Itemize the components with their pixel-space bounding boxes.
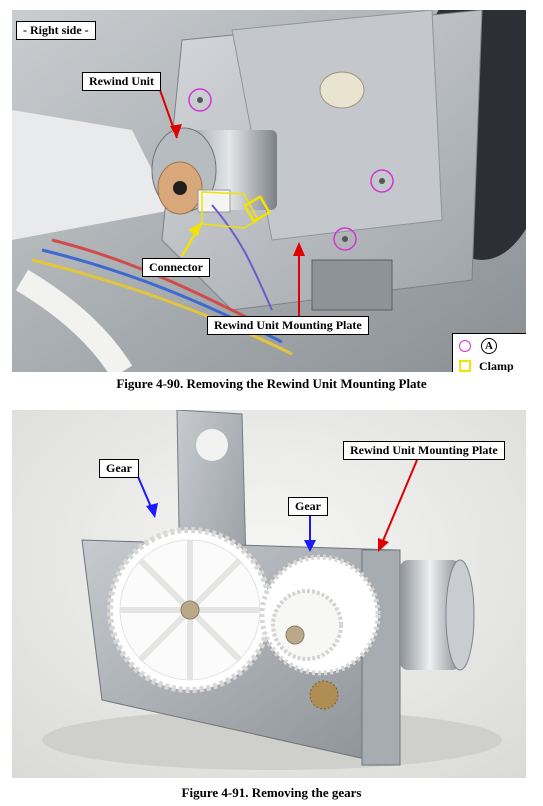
callout-gear-left: Gear bbox=[99, 459, 139, 478]
screw-a-marker-1 bbox=[188, 88, 212, 112]
callout-mounting-plate: Rewind Unit Mounting Plate bbox=[207, 316, 369, 335]
callout-connector: Connector bbox=[142, 258, 210, 277]
figure-4-91-caption: Figure 4-91. Removing the gears bbox=[181, 785, 362, 800]
legend-screw-mark: A bbox=[481, 338, 497, 354]
circle-icon bbox=[459, 340, 471, 352]
photo1-illustration bbox=[12, 10, 526, 372]
photo-rewind-unit-mounting-plate: - Right side - Rewind Unit Connector Rew… bbox=[12, 10, 526, 372]
photo2-illustration bbox=[12, 410, 526, 778]
square-icon bbox=[459, 360, 471, 372]
callout-gear-center: Gear bbox=[288, 497, 328, 516]
callout-mounting-plate-2: Rewind Unit Mounting Plate bbox=[343, 441, 505, 460]
legend-box: A Clamp bbox=[452, 333, 526, 372]
legend-row-clamp: Clamp bbox=[459, 357, 514, 372]
arrow-mounting-plate-2 bbox=[379, 459, 418, 549]
legend-row-screw: A bbox=[459, 337, 497, 355]
screw-a-marker-3 bbox=[333, 227, 357, 251]
side-label: - Right side - bbox=[16, 21, 96, 40]
legend-clamp-label: Clamp bbox=[479, 358, 514, 373]
clamp-marker bbox=[242, 194, 272, 224]
screw-a-marker-2 bbox=[370, 169, 394, 193]
photo-gears: Gear Gear Rewind Unit Mounting Plate bbox=[12, 410, 526, 778]
figure-4-90-caption: Figure 4-90. Removing the Rewind Unit Mo… bbox=[116, 376, 427, 391]
callout-rewind-unit: Rewind Unit bbox=[82, 72, 162, 91]
